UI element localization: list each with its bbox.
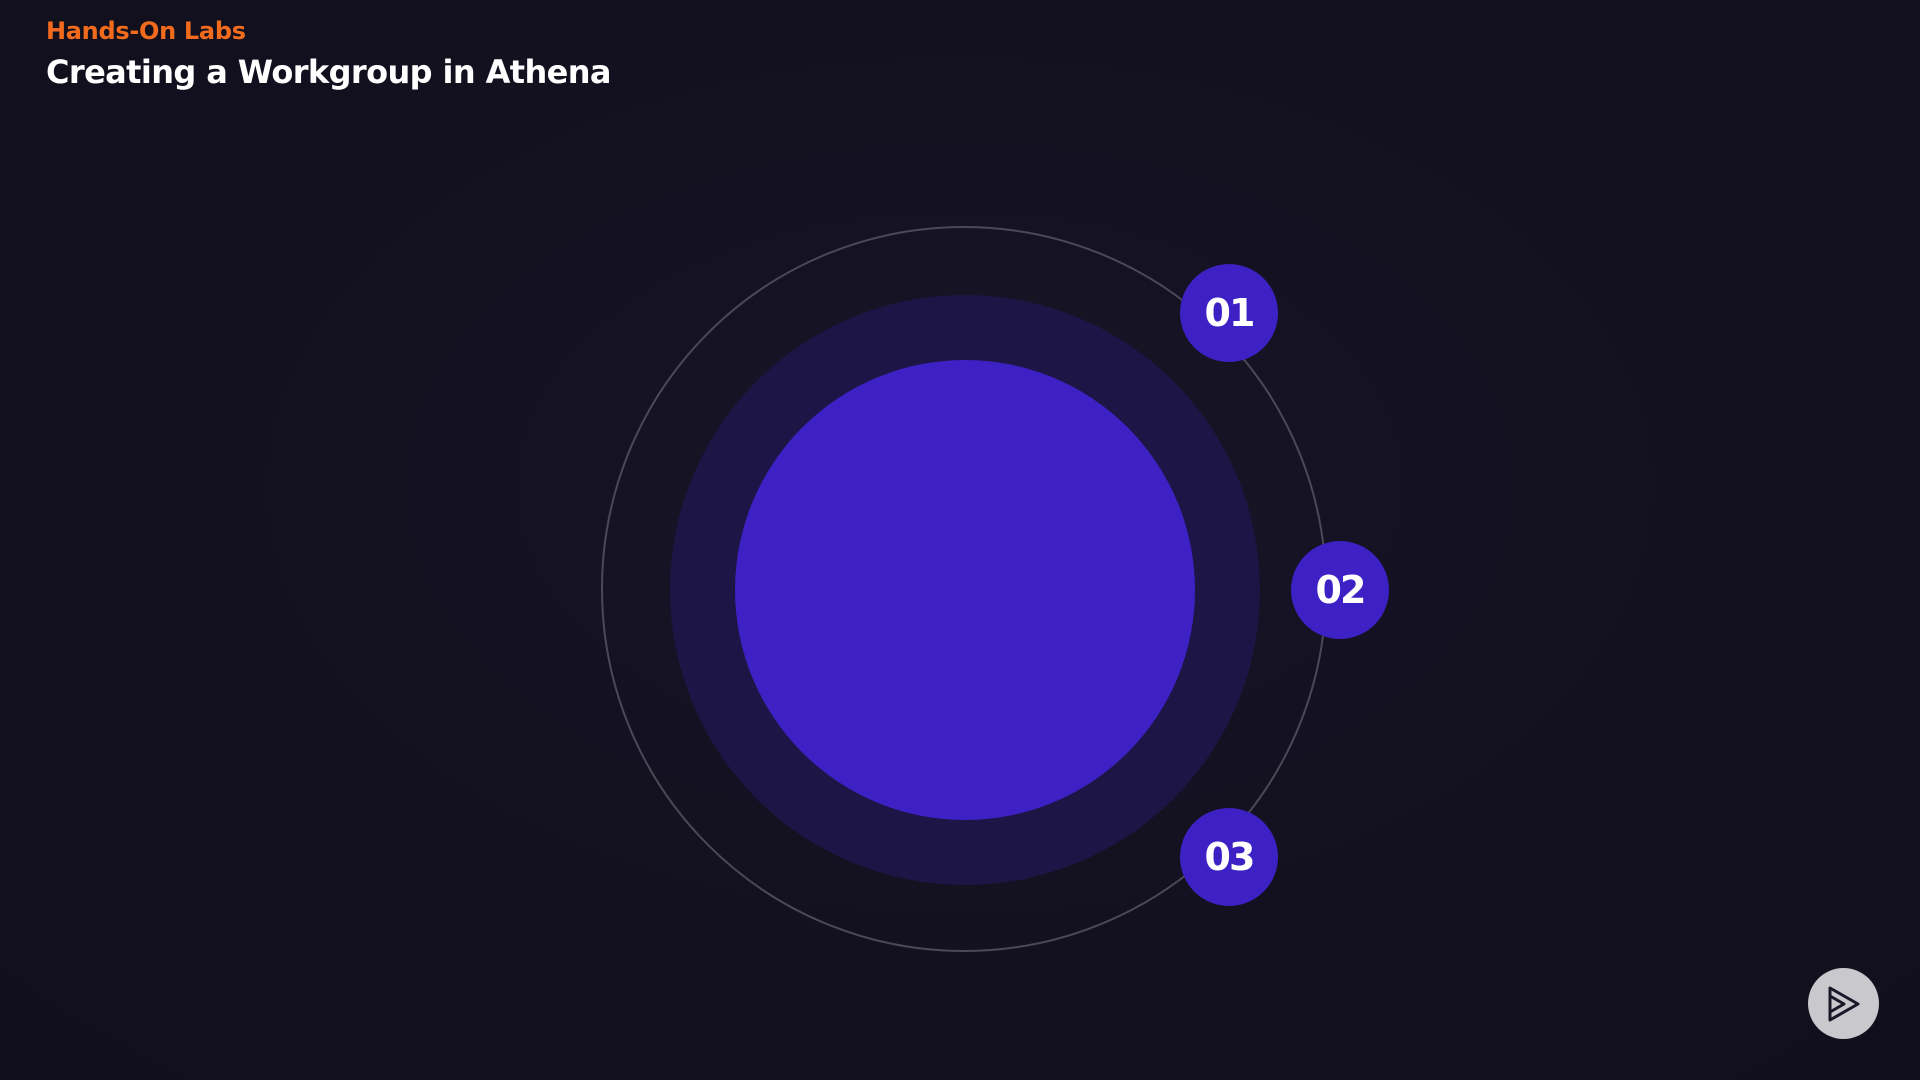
- header: Hands-On Labs Creating a Workgroup in At…: [46, 16, 612, 92]
- step-badge-02[interactable]: 02: [1291, 541, 1389, 639]
- play-button[interactable]: [1808, 968, 1879, 1039]
- step-badge-01[interactable]: 01: [1180, 264, 1278, 362]
- page-title: Creating a Workgroup in Athena: [46, 53, 612, 91]
- core-circle: [735, 360, 1195, 820]
- play-icon: [1822, 982, 1866, 1026]
- eyebrow-label: Hands-On Labs: [46, 17, 246, 45]
- step-badge-03[interactable]: 03: [1180, 808, 1278, 906]
